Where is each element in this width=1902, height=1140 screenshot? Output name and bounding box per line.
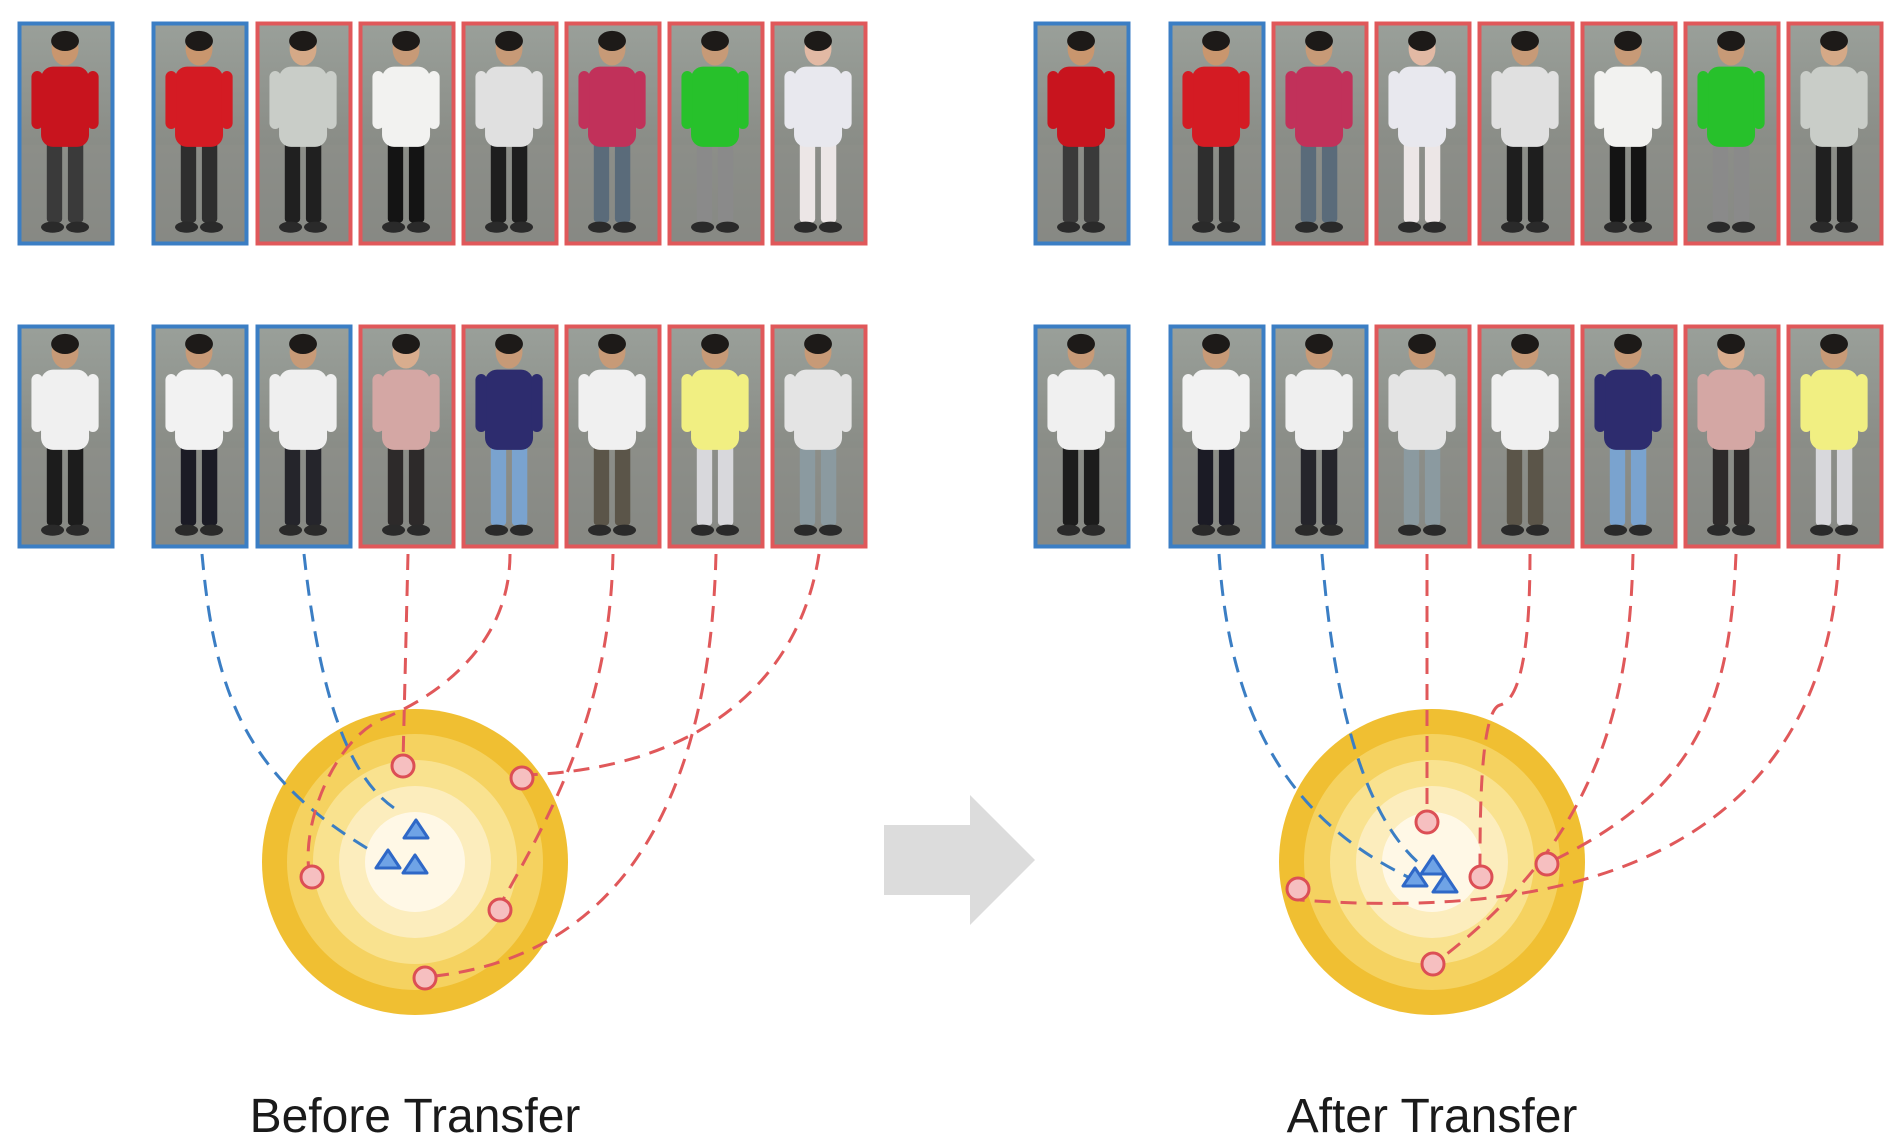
after-row2-gallery: [1033, 324, 1884, 549]
blue-connection-line: [1217, 553, 1411, 880]
image-crop: [564, 21, 662, 246]
query-triangle-marker: [374, 848, 402, 870]
image-crop: [461, 324, 559, 549]
image-crop: [1168, 21, 1266, 246]
gallery-circle-marker: [412, 965, 438, 991]
query-triangle-marker: [1401, 866, 1429, 888]
after-row1-gallery: [1033, 21, 1884, 246]
image-crop: [1477, 21, 1575, 246]
red-connection-line: [1299, 553, 1841, 905]
image-crop: [770, 324, 868, 549]
gallery-circle-marker: [1285, 876, 1311, 902]
image-crop: [151, 324, 249, 549]
transition-arrow: [884, 795, 1035, 925]
image-crop: [1683, 21, 1781, 246]
red-connection-line: [1549, 553, 1738, 864]
image-crop: [1271, 324, 1369, 549]
query-triangle-marker: [402, 818, 430, 840]
gallery-circle-marker: [1468, 864, 1494, 890]
before-row1-gallery: [17, 21, 868, 246]
query-triangle-marker: [1419, 854, 1447, 876]
gallery-circle-marker: [1420, 951, 1446, 977]
gallery-circle-marker: [390, 753, 416, 779]
image-crop: [17, 21, 115, 246]
red-connection-line: [401, 553, 410, 763]
image-crop: [1580, 324, 1678, 549]
image-crop: [1033, 324, 1131, 549]
image-crop: [358, 21, 456, 246]
red-connection-line: [306, 553, 512, 878]
gallery-circle-marker: [1534, 851, 1560, 877]
gallery-circle-marker: [299, 864, 325, 890]
image-crop: [1786, 324, 1884, 549]
image-crop: [564, 324, 662, 549]
after-embedded-points: [1285, 809, 1560, 977]
image-crop: [151, 21, 249, 246]
query-triangle-marker: [401, 853, 429, 875]
after-connections: [1217, 553, 1841, 965]
image-crop: [1786, 21, 1884, 246]
image-crop: [1374, 21, 1472, 246]
image-crop: [1580, 21, 1678, 246]
image-crop: [1033, 21, 1131, 246]
image-crop: [1374, 324, 1472, 549]
red-connection-line: [498, 553, 615, 906]
image-crop: [461, 21, 559, 246]
image-crop: [255, 21, 353, 246]
before-panel: Before Transfer: [17, 21, 868, 1140]
blue-connection-line: [1320, 553, 1431, 874]
image-crop: [1271, 21, 1369, 246]
after-caption: After Transfer: [1287, 1090, 1578, 1140]
gallery-circle-marker: [509, 765, 535, 791]
before-embedded-points: [299, 753, 535, 991]
image-crop: [770, 21, 868, 246]
before-caption: Before Transfer: [250, 1090, 581, 1140]
gallery-circle-marker: [487, 897, 513, 923]
red-connection-line: [1478, 553, 1532, 869]
image-crop: [1477, 324, 1575, 549]
image-crop: [667, 324, 765, 549]
red-connection-line: [521, 553, 821, 777]
image-crop: [358, 324, 456, 549]
red-connection-line: [1434, 553, 1635, 965]
image-crop: [1683, 324, 1781, 549]
query-triangle-marker: [1431, 872, 1459, 894]
image-crop: [255, 324, 353, 549]
blue-connection-line: [200, 553, 376, 855]
before-row2-gallery: [17, 324, 868, 549]
blue-connection-line: [302, 553, 398, 812]
image-crop: [1168, 324, 1266, 549]
image-crop: [17, 324, 115, 549]
before-connections: [200, 553, 821, 979]
gallery-circle-marker: [1414, 809, 1440, 835]
image-crop: [667, 21, 765, 246]
after-panel: After Transfer: [1033, 21, 1884, 1140]
